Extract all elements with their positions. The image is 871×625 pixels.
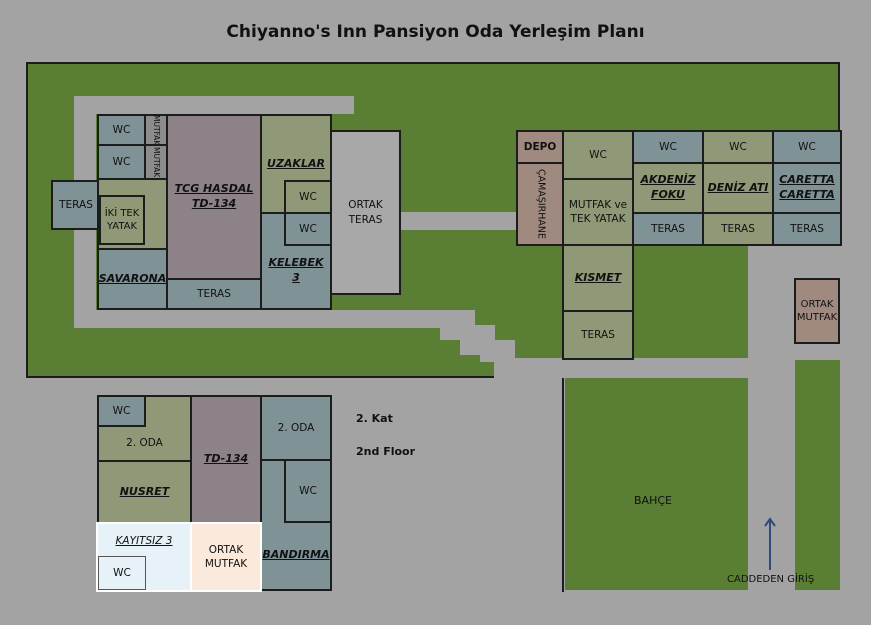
- room-wc-2: WC: [97, 144, 146, 180]
- garden-label: BAHÇE: [634, 494, 672, 507]
- room-akdeniz-teras: TERAS: [632, 212, 704, 246]
- room-wc-bandirma: WC: [284, 459, 332, 523]
- room-wc-kayitsiz: WC: [98, 556, 146, 590]
- room-depo: DEPO: [516, 130, 564, 164]
- walkway-steps-3: [480, 340, 515, 362]
- room-ortak-mutfak-floor2: ORTAK MUTFAK: [190, 522, 262, 592]
- garden-grass-right: [795, 360, 840, 590]
- room-wc-floor2: WC: [97, 395, 146, 427]
- walkway-top: [74, 96, 354, 114]
- room-wc-4: WC: [284, 212, 332, 246]
- entrance-arrow-icon: [764, 517, 776, 570]
- room-mutfak-tek-yatak: MUTFAK ve TEK YATAK: [562, 178, 634, 246]
- room-td-134: TD-134: [190, 395, 262, 524]
- walkway-to-east: [494, 358, 748, 378]
- room-wc-kismet: WC: [562, 130, 634, 180]
- room-teras-left: TERAS: [51, 180, 101, 230]
- room-mutfak-2: MUTFAK: [144, 144, 168, 180]
- garden-grass-area: [565, 378, 748, 590]
- walkway-middle: [400, 212, 520, 230]
- room-mutfak-1: MUTFAK: [144, 114, 168, 146]
- floor-label-tr: 2. Kat: [356, 412, 393, 425]
- room-kismet: KISMET: [562, 244, 634, 312]
- room-wc-akdeniz: WC: [632, 130, 704, 164]
- room-nusret: NUSRET: [97, 460, 192, 524]
- walkway-bottom: [74, 310, 474, 328]
- entrance-label: CADDEDEN GİRİŞ: [727, 574, 815, 585]
- room-tcg-teras: TERAS: [166, 278, 262, 310]
- room-wc-3: WC: [284, 180, 332, 214]
- room-akdeniz-foku: AKDENİZ FOKU: [632, 162, 704, 214]
- floor-label-en: 2nd Floor: [356, 445, 416, 458]
- room-ortak-teras: ORTAK TERAS: [330, 130, 401, 295]
- room-2-oda-right: 2. ODA: [260, 395, 332, 461]
- room-savarona: SAVARONA: [97, 248, 168, 310]
- room-caretta-teras: TERAS: [772, 212, 842, 246]
- room-deniz-ati: DENİZ ATI: [702, 162, 774, 214]
- room-caretta-caretta: CARETTA CARETTA: [772, 162, 842, 214]
- page-title: Chiyanno's Inn Pansiyon Oda Yerleşim Pla…: [226, 22, 645, 42]
- room-iki-tek-yatak-inner: İKİ TEK YATAK: [99, 195, 145, 245]
- room-camasirhane: ÇAMAŞIRHANE: [516, 162, 564, 246]
- room-kismet-teras: TERAS: [562, 310, 634, 360]
- room-deniz-teras: TERAS: [702, 212, 774, 246]
- garden-outline: [562, 376, 564, 592]
- room-ortak-mutfak-east: ORTAK MUTFAK: [794, 278, 840, 344]
- room-tcg-hasdal: TCG HASDAL TD-134: [166, 114, 262, 280]
- room-wc-1: WC: [97, 114, 146, 146]
- room-wc-caretta: WC: [772, 130, 842, 164]
- room-wc-deniz: WC: [702, 130, 774, 164]
